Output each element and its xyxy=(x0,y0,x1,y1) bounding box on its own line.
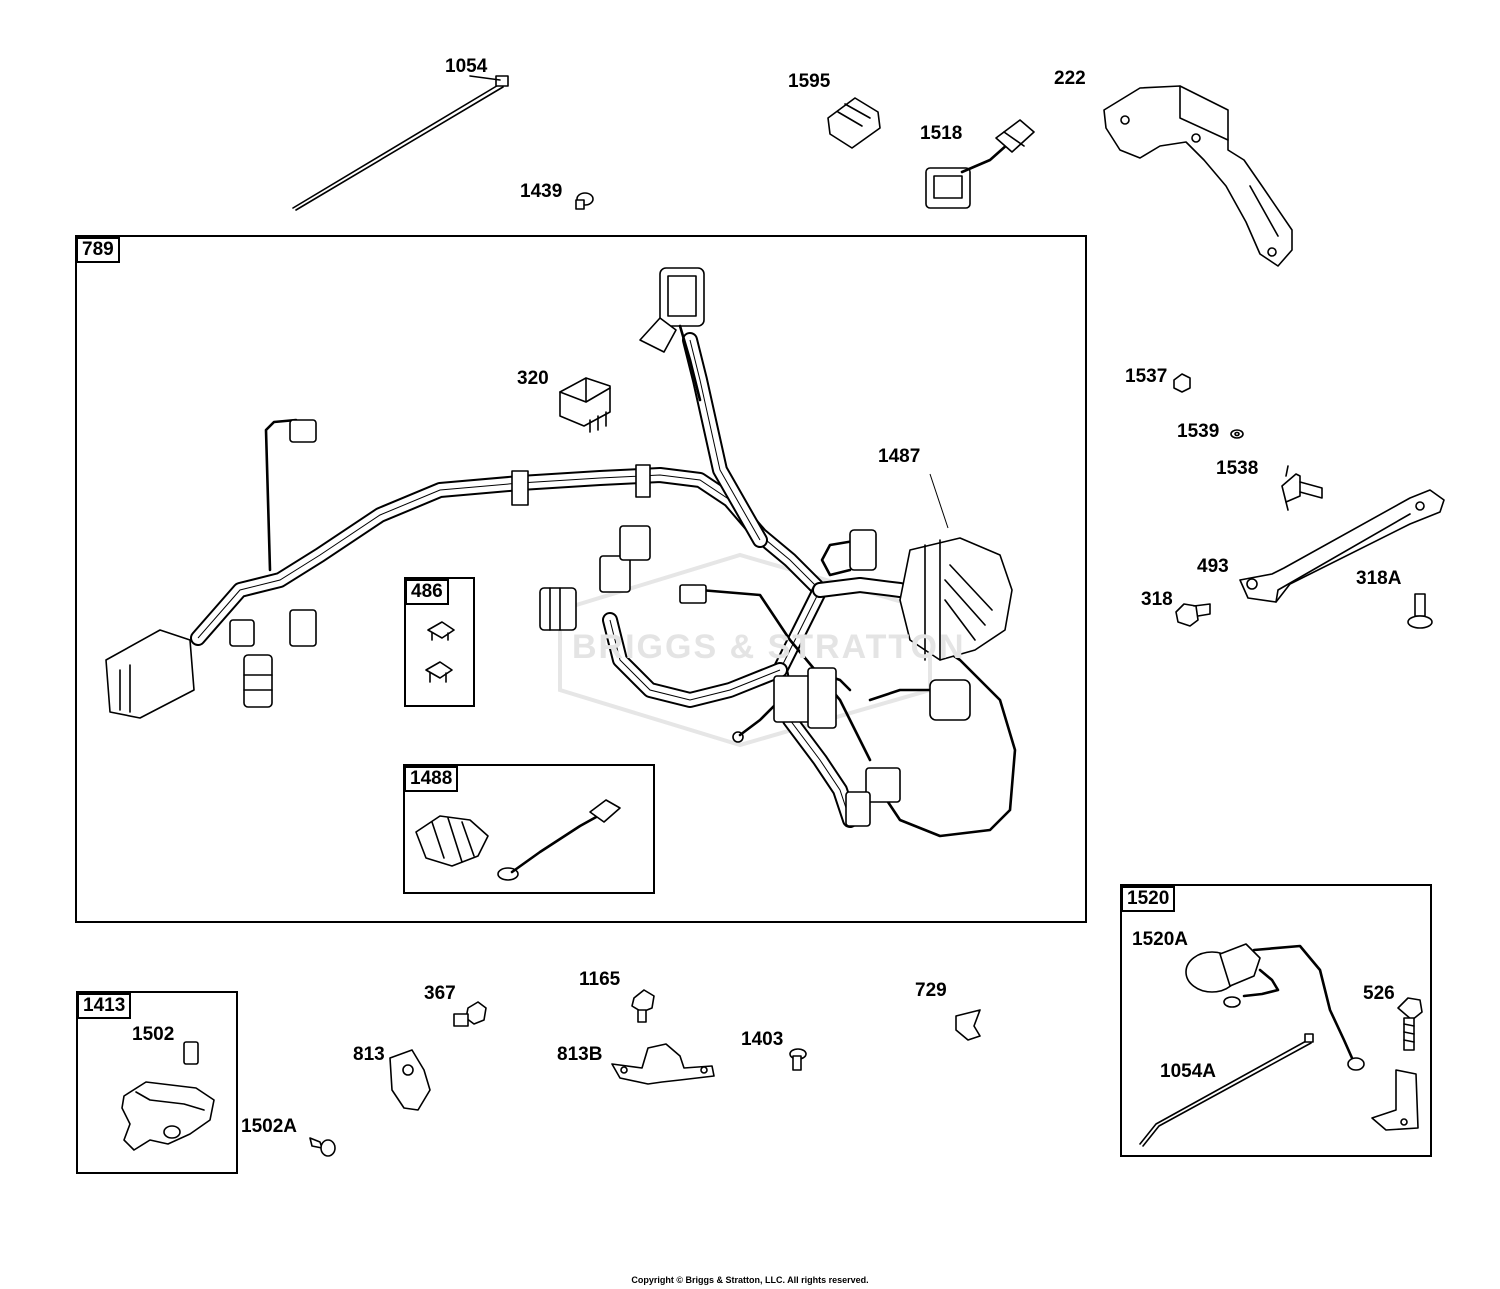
bolt-318 xyxy=(1175,603,1211,627)
part-label-1054: 1054 xyxy=(445,56,488,77)
copyright-notice: Copyright © Briggs & Stratton, LLC. All … xyxy=(631,1275,869,1285)
part-label-1539: 1539 xyxy=(1177,421,1220,442)
part-label-526: 526 xyxy=(1363,983,1395,1004)
frame-1488 xyxy=(403,764,655,894)
part-label-320: 320 xyxy=(517,368,549,389)
box-label-1488: 1488 xyxy=(404,766,459,792)
part-label-318a: 318A xyxy=(1356,568,1402,589)
bolt-367 xyxy=(453,1001,487,1027)
part-label-1403: 1403 xyxy=(741,1029,784,1050)
screw-1439 xyxy=(575,192,594,210)
clip-729 xyxy=(955,1009,981,1041)
fuses-486 xyxy=(425,621,455,683)
bracket-222 xyxy=(1103,85,1293,267)
part-label-1502a: 1502A xyxy=(241,1116,297,1137)
part-label-1165: 1165 xyxy=(579,969,621,990)
part-label-813b: 813B xyxy=(557,1044,603,1065)
frame-1413 xyxy=(76,991,238,1174)
connector-set-1488 xyxy=(415,799,621,881)
box-label-1520: 1520 xyxy=(1121,886,1176,912)
cable-tie-1054a xyxy=(1139,1033,1314,1147)
part-label-1502: 1502 xyxy=(132,1024,175,1045)
leader-1487 xyxy=(929,473,949,529)
cable-tie-1054 xyxy=(292,75,509,211)
bolt-1165 xyxy=(631,989,655,1023)
part-label-222: 222 xyxy=(1054,68,1086,89)
part-label-367: 367 xyxy=(424,983,456,1004)
part-label-1439: 1439 xyxy=(520,181,563,202)
part-label-1487: 1487 xyxy=(878,446,921,467)
stud-1538 xyxy=(1281,465,1323,511)
frame-789 xyxy=(75,235,1087,923)
clamp-813 xyxy=(389,1049,431,1111)
box-label-789: 789 xyxy=(76,237,120,263)
clip-1520 xyxy=(1371,1069,1419,1131)
part-label-1520a: 1520A xyxy=(1132,929,1188,950)
bracket-493 xyxy=(1239,489,1445,603)
part-label-729: 729 xyxy=(915,980,947,1001)
bolt-526 xyxy=(1397,997,1423,1051)
box-label-1413: 1413 xyxy=(77,993,132,1019)
washer-1539 xyxy=(1230,429,1244,439)
sensor-1413 xyxy=(121,1041,215,1151)
part-label-1054a: 1054A xyxy=(1160,1061,1216,1082)
frame-1520 xyxy=(1120,884,1432,1157)
connector-1595 xyxy=(827,97,881,149)
clamp-813b xyxy=(611,1043,715,1085)
wire-harness-1487 xyxy=(105,267,1017,838)
sensor-1520a xyxy=(1185,943,1365,1071)
bolt-318a xyxy=(1407,593,1433,629)
bolt-1403 xyxy=(789,1048,807,1071)
bolt-1502a xyxy=(309,1137,336,1157)
part-label-1537: 1537 xyxy=(1125,366,1168,387)
part-label-493: 493 xyxy=(1197,556,1229,577)
frame-486 xyxy=(404,577,475,707)
part-label-1595: 1595 xyxy=(788,71,831,92)
part-label-318: 318 xyxy=(1141,589,1173,610)
watermark: BRIGGS & STRATTON xyxy=(572,628,966,666)
relay-320 xyxy=(559,377,611,433)
part-label-1538: 1538 xyxy=(1216,458,1259,479)
connector-1518 xyxy=(925,119,1035,209)
part-label-1518: 1518 xyxy=(920,123,963,144)
box-label-486: 486 xyxy=(405,579,449,605)
nut-1537 xyxy=(1173,373,1191,393)
part-label-813: 813 xyxy=(353,1044,385,1065)
